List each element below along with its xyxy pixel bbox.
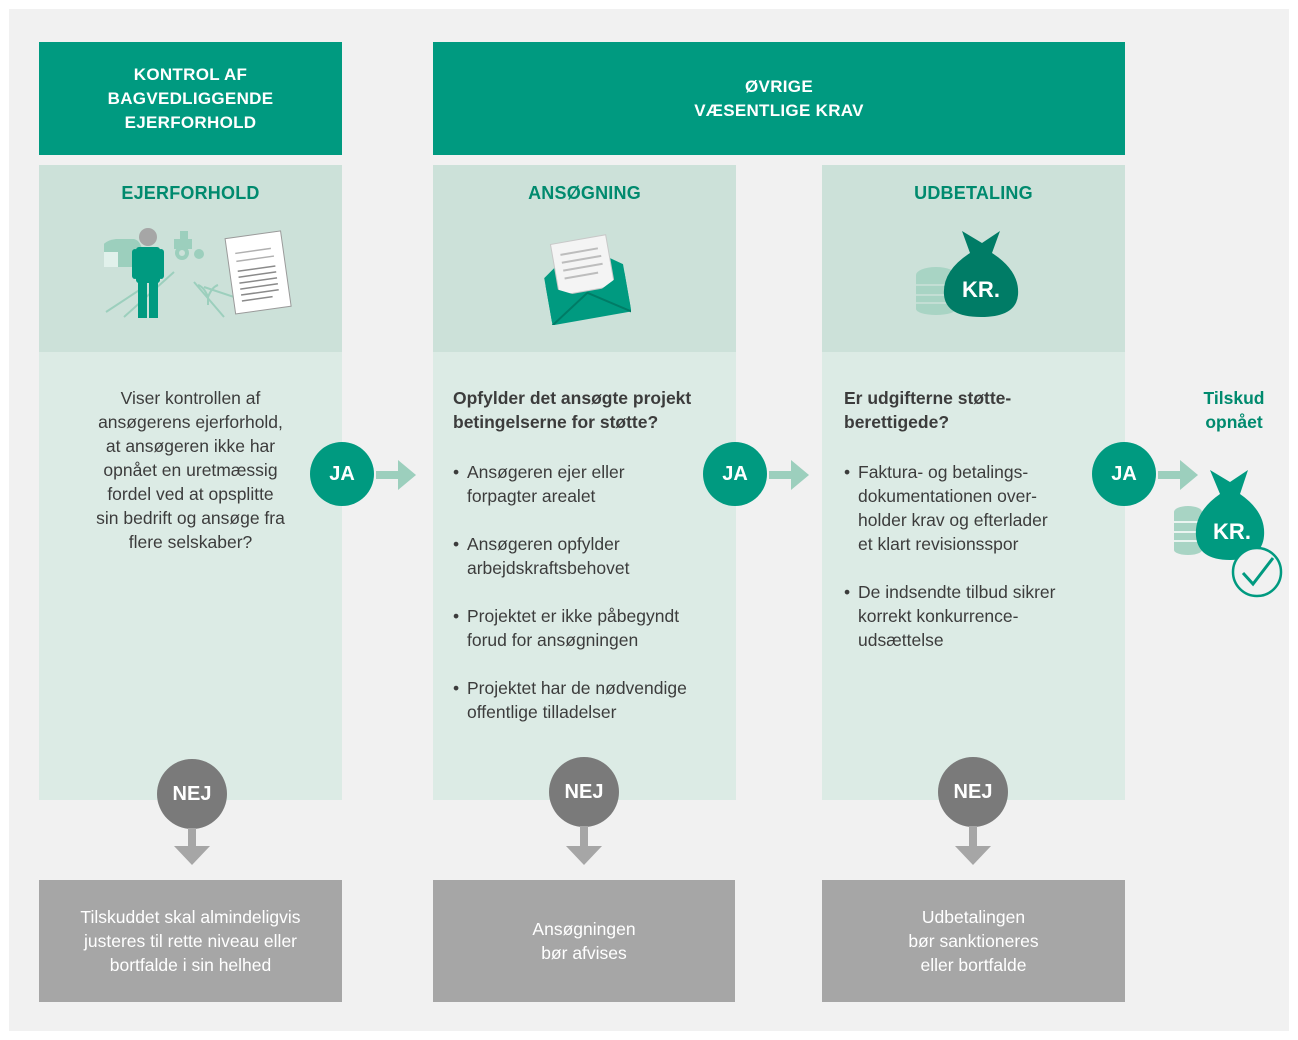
- outcome-line: eller bortfalde: [920, 955, 1027, 975]
- text-line: opnået en uretmæssig: [103, 460, 278, 480]
- bullet-line: dokumentationen over-: [858, 486, 1037, 506]
- bullet-line: forud for ansøgningen: [467, 630, 639, 650]
- header-line: ØVRIGE: [745, 76, 813, 96]
- outcome-ejerforhold: Tilskuddet skal almindeligvis justeres t…: [39, 880, 342, 1002]
- header-kontrol-ejerforhold: KONTROL AF BAGVEDLIGGENDE EJERFORHOLD: [39, 42, 342, 155]
- bullet-line: et klart revisionsspor: [858, 534, 1019, 554]
- text-line: flere selskaber?: [128, 532, 253, 552]
- bullet-line: forpagter arealet: [467, 486, 596, 506]
- bullet-line: Ansøgeren ejer eller: [467, 462, 625, 482]
- list-item: Ansøgeren opfylder arbejdskraftsbehovet: [453, 532, 726, 580]
- ansogning-question: Opfylder det ansøgte projekt betingelser…: [453, 386, 726, 434]
- text-line: fordel ved at opsplitte: [107, 484, 274, 504]
- column-body-udbetaling: Er udgifterne støtte- berettigede? Faktu…: [822, 352, 1125, 800]
- header-line: KONTROL AF: [133, 64, 248, 84]
- arrow-down-icon: [566, 826, 602, 865]
- envelope-icon: [544, 234, 631, 325]
- outcome-line: Udbetalingen: [921, 907, 1026, 927]
- list-item: Ansøgeren ejer eller forpagter arealet: [453, 460, 726, 508]
- outcome-line: bør afvises: [541, 943, 627, 963]
- outcome-udbetaling: Udbetalingen bør sanktioneres eller bort…: [822, 880, 1125, 1002]
- header-line: EJERFORHOLD: [124, 112, 257, 132]
- bullet-line: Ansøgeren opfylder: [467, 534, 620, 554]
- outcome-ansogning: Ansøgningen bør afvises: [433, 880, 735, 1002]
- outcome-line: Ansøgningen: [532, 919, 636, 939]
- question-line: berettigede?: [844, 412, 950, 432]
- udbetaling-question: Er udgifterne støtte- berettigede?: [844, 386, 1115, 434]
- bullet-line: Projektet er ikke påbegyndt: [467, 606, 680, 626]
- list-item: Projektet har de nødvendige offentlige t…: [453, 676, 726, 724]
- outcome-line: justeres til rette niveau eller: [83, 931, 298, 951]
- money-bag-icon: KR.: [1195, 470, 1265, 560]
- no-circle: NEJ: [938, 757, 1008, 827]
- arrow-down-icon: [955, 826, 991, 865]
- bullet-line: arbejdskraftsbehovet: [467, 558, 630, 578]
- money-bag-icon: KR.: [943, 231, 1019, 317]
- bullet-line: korrekt konkurrence-: [858, 606, 1019, 626]
- bullet-line: offentlige tilladelser: [467, 702, 617, 722]
- column-top-udbetaling: UDBETALING KR.: [822, 165, 1125, 352]
- ejerforhold-text: Viser kontrollen af ansøgerens ejerforho…: [59, 386, 322, 554]
- text-line: at ansøgeren ikke har: [105, 436, 276, 456]
- arrow-right-icon: [1158, 460, 1198, 490]
- column-top-ansogning: ANSØGNING: [433, 165, 736, 352]
- money-bag-label: KR.: [962, 277, 1000, 302]
- column-body-ejerforhold: Viser kontrollen af ansøgerens ejerforho…: [39, 352, 342, 800]
- list-item: De indsendte tilbud sikrer korrekt konku…: [844, 580, 1115, 652]
- yes-circle: JA: [703, 442, 767, 506]
- bullet-line: Projektet har de nødvendige: [467, 678, 687, 698]
- outcome-line: bortfalde i sin helhed: [109, 955, 272, 975]
- text-line: ansøgerens ejerforhold,: [98, 412, 283, 432]
- column-title-ejerforhold: EJERFORHOLD: [121, 183, 260, 203]
- list-item: Faktura- og betalings- dokumentationen o…: [844, 460, 1115, 556]
- arrow-right-icon: [376, 460, 416, 490]
- column-top-ejerforhold: EJERFORHOLD: [39, 165, 342, 352]
- list-item: Projektet er ikke påbegyndt forud for an…: [453, 604, 726, 652]
- text-line: Viser kontrollen af: [120, 388, 261, 408]
- arrow-down-icon: [174, 828, 210, 865]
- header-line: BAGVEDLIGGENDE: [107, 88, 274, 108]
- farmer-icon: [104, 228, 292, 318]
- bullet-line: Faktura- og betalings-: [858, 462, 1029, 482]
- column-title-udbetaling: UDBETALING: [914, 183, 1033, 203]
- money-bag-label: KR.: [1213, 519, 1251, 544]
- header-line: VÆSENTLIGE KRAV: [694, 100, 864, 120]
- outcome-line: bør sanktioneres: [908, 931, 1039, 951]
- no-circle: NEJ: [157, 759, 227, 829]
- question-line: Er udgifterne støtte-: [844, 388, 1012, 408]
- success-line: opnået: [1205, 412, 1263, 432]
- column-body-ansogning: Opfylder det ansøgte projekt betingelser…: [433, 352, 736, 800]
- checkmark-icon: [1231, 546, 1283, 598]
- success-line: Tilskud: [1203, 388, 1265, 408]
- bullet-line: udsættelse: [858, 630, 944, 650]
- udbetaling-bullets: Faktura- og betalings- dokumentationen o…: [844, 460, 1115, 676]
- question-line: betingelserne for støtte?: [453, 412, 659, 432]
- yes-circle: JA: [1092, 442, 1156, 506]
- question-line: Opfylder det ansøgte projekt: [453, 388, 692, 408]
- text-line: sin bedrift og ansøge fra: [96, 508, 285, 528]
- success-label: Tilskud opnået: [1180, 386, 1288, 434]
- header-ovrige-krav: ØVRIGE VÆSENTLIGE KRAV: [433, 42, 1125, 155]
- bullet-line: holder krav og efterlader: [858, 510, 1048, 530]
- ansogning-bullets: Ansøgeren ejer eller forpagter arealet A…: [453, 460, 726, 748]
- bullet-line: De indsendte tilbud sikrer: [858, 582, 1056, 602]
- column-title-ansogning: ANSØGNING: [528, 183, 641, 203]
- no-circle: NEJ: [549, 757, 619, 827]
- outcome-line: Tilskuddet skal almindeligvis: [80, 907, 301, 927]
- yes-circle: JA: [310, 442, 374, 506]
- arrow-right-icon: [769, 460, 809, 490]
